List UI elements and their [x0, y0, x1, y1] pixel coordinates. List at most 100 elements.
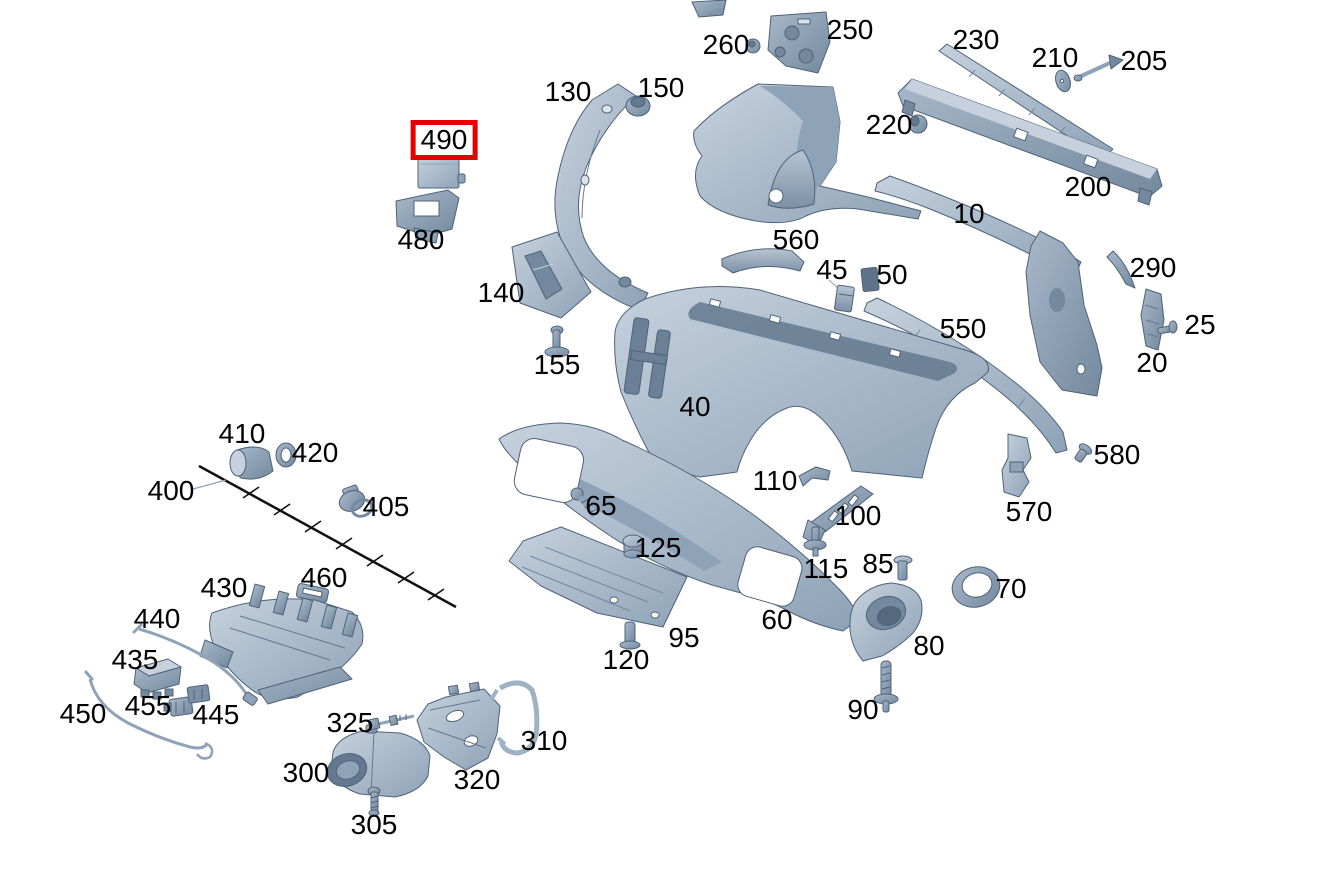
part-445-shape — [186, 684, 211, 704]
part-label-20[interactable]: 20 — [1136, 347, 1168, 378]
part-25-shape — [1157, 320, 1178, 335]
part-420-shape — [275, 442, 297, 468]
part-450-cable — [83, 670, 214, 760]
part-40-shape — [614, 286, 990, 479]
part-label-50[interactable]: 50 — [876, 259, 908, 290]
part-label-455[interactable]: 455 — [124, 690, 172, 721]
part-155-screw — [544, 325, 570, 358]
part-label-90[interactable]: 90 — [847, 694, 879, 725]
part-230-shape — [938, 43, 1114, 160]
part-label-420[interactable]: 420 — [291, 437, 339, 468]
part-570-shape — [1001, 433, 1032, 498]
part-label-95[interactable]: 95 — [668, 622, 700, 653]
part-455-shape — [163, 696, 194, 717]
part-label-65[interactable]: 65 — [585, 490, 617, 521]
part-label-140[interactable]: 140 — [477, 277, 525, 308]
part-label-40[interactable]: 40 — [679, 391, 711, 422]
part-50-shape — [860, 266, 880, 293]
part-260-shape — [745, 38, 761, 54]
part-430-shape — [199, 583, 364, 705]
part-label-325[interactable]: 325 — [326, 707, 374, 738]
part-label-305[interactable]: 305 — [350, 809, 398, 840]
part-10-left-shell — [693, 83, 922, 224]
part-20-shape — [1140, 288, 1165, 351]
part-120-screw — [619, 621, 641, 650]
part-290-shape — [1106, 250, 1136, 289]
part-45-shape — [828, 279, 855, 313]
part-115-shape — [803, 526, 827, 557]
part-label-100[interactable]: 100 — [834, 500, 882, 531]
part-205-shape — [1073, 54, 1124, 82]
part-fragment-top — [691, 0, 727, 18]
part-label-130[interactable]: 130 — [544, 76, 592, 107]
part-210-shape — [1055, 69, 1071, 93]
part-label-250[interactable]: 250 — [826, 14, 874, 45]
part-label-310[interactable]: 310 — [520, 725, 568, 756]
part-110-shape — [798, 466, 831, 487]
part-60-shape — [498, 422, 859, 632]
part-305-screw — [367, 786, 381, 817]
part-220-shape — [908, 114, 928, 134]
part-140-shape — [511, 231, 592, 319]
part-label-150[interactable]: 150 — [637, 72, 685, 103]
part-label-445[interactable]: 445 — [192, 699, 240, 730]
part-label-405[interactable]: 405 — [362, 491, 410, 522]
part-65-screw — [570, 487, 598, 518]
part-130-shape — [554, 83, 649, 311]
part-325-bolt — [367, 714, 415, 731]
part-10-right-shell — [1025, 230, 1103, 397]
part-label-480[interactable]: 480 — [397, 224, 445, 255]
part-200-shape — [897, 78, 1163, 206]
part-label-155[interactable]: 155 — [533, 349, 581, 380]
part-480-shape — [395, 189, 460, 244]
part-320-shape — [416, 681, 501, 771]
part-400-harness-line — [192, 464, 457, 609]
part-label-260[interactable]: 260 — [702, 29, 750, 60]
part-label-205[interactable]: 205 — [1120, 45, 1168, 76]
part-label-70[interactable]: 70 — [995, 573, 1027, 604]
part-label-580[interactable]: 580 — [1093, 439, 1141, 470]
part-250-shape — [767, 11, 831, 74]
part-label-550[interactable]: 550 — [939, 313, 987, 344]
part-label-400[interactable]: 400 — [147, 475, 195, 506]
part-label-300[interactable]: 300 — [282, 757, 330, 788]
part-label-230[interactable]: 230 — [952, 24, 1000, 55]
part-label-490[interactable]: 490 — [410, 120, 478, 160]
part-label-570[interactable]: 570 — [1005, 496, 1053, 527]
part-label-210[interactable]: 210 — [1031, 42, 1079, 73]
part-125-shape — [622, 534, 644, 559]
part-label-120[interactable]: 120 — [602, 644, 650, 675]
part-label-430[interactable]: 430 — [200, 572, 248, 603]
part-label-200[interactable]: 200 — [1064, 171, 1112, 202]
part-label-60[interactable]: 60 — [761, 604, 793, 635]
part-80-shape — [849, 582, 923, 662]
part-label-85[interactable]: 85 — [862, 548, 894, 579]
part-label-125[interactable]: 125 — [634, 532, 682, 563]
part-label-440[interactable]: 440 — [133, 603, 181, 634]
part-label-220[interactable]: 220 — [865, 109, 913, 140]
part-label-10[interactable]: 10 — [953, 198, 985, 229]
part-435-shape — [133, 658, 182, 700]
part-310-shape — [489, 680, 540, 756]
part-label-25[interactable]: 25 — [1184, 309, 1216, 340]
part-label-80[interactable]: 80 — [913, 630, 945, 661]
part-label-115[interactable]: 115 — [803, 553, 849, 584]
part-label-410[interactable]: 410 — [218, 418, 266, 449]
part-85-shape — [893, 555, 913, 581]
part-440-cable — [131, 622, 258, 706]
part-405-shape — [338, 484, 374, 518]
part-label-460[interactable]: 460 — [300, 562, 348, 593]
part-460-shape — [295, 583, 330, 604]
part-label-435[interactable]: 435 — [111, 644, 159, 675]
part-90-shape — [873, 660, 899, 713]
part-label-45[interactable]: 45 — [816, 254, 848, 285]
part-label-290[interactable]: 290 — [1129, 252, 1177, 283]
part-label-450[interactable]: 450 — [59, 698, 107, 729]
part-95-shape — [508, 526, 688, 628]
part-label-560[interactable]: 560 — [772, 224, 820, 255]
part-label-110[interactable]: 110 — [752, 465, 798, 496]
part-560-shape — [721, 248, 805, 274]
part-label-320[interactable]: 320 — [453, 764, 501, 795]
